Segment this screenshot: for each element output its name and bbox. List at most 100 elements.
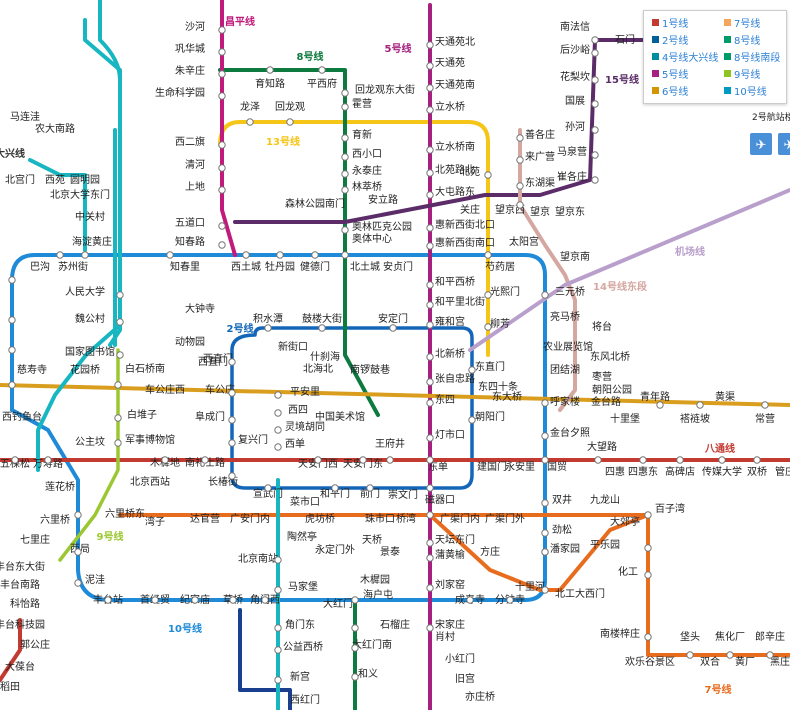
station-dot[interactable]: [341, 170, 349, 178]
station-label[interactable]: 亮马桥: [550, 310, 580, 323]
station-label[interactable]: 东四十条: [478, 380, 518, 393]
station-label[interactable]: 来广营: [525, 150, 555, 163]
station-dot[interactable]: [389, 324, 397, 332]
station-dot[interactable]: [591, 100, 599, 108]
station-label[interactable]: 三元桥: [555, 286, 585, 298]
station-label[interactable]: 潘家园: [550, 542, 580, 555]
station-dot[interactable]: [242, 251, 250, 259]
station-label[interactable]: 北京南站: [238, 552, 278, 565]
station-dot[interactable]: [726, 651, 734, 659]
station-label[interactable]: 宣武门: [253, 487, 283, 500]
station-dot[interactable]: [218, 26, 226, 34]
station-label[interactable]: 惠新西街南口: [435, 236, 495, 249]
station-dot[interactable]: [8, 276, 16, 284]
airport-icon[interactable]: [750, 133, 772, 155]
station-dot[interactable]: [274, 426, 282, 434]
station-dot[interactable]: [351, 644, 359, 652]
station-label[interactable]: 高碑店: [665, 465, 695, 478]
station-label[interactable]: 永定门外: [315, 543, 355, 556]
station-label[interactable]: 西直门: [198, 355, 228, 368]
station-label[interactable]: 化工: [618, 565, 638, 578]
station-dot[interactable]: [274, 646, 282, 654]
line-l6[interactable]: [0, 383, 790, 407]
station-label[interactable]: 车公庄西: [145, 383, 185, 396]
station-dot[interactable]: [166, 251, 174, 259]
station-dot[interactable]: [426, 456, 434, 464]
station-label[interactable]: 中国美术馆: [315, 410, 365, 423]
station-dot[interactable]: [644, 544, 652, 552]
station-label[interactable]: 永泰庄: [352, 164, 382, 177]
station-label[interactable]: 石榴庄: [380, 618, 410, 631]
station-label[interactable]: 欢乐谷景区: [625, 655, 675, 668]
station-label[interactable]: 朝阳门: [475, 410, 505, 423]
station-label[interactable]: 莲花桥: [45, 480, 75, 493]
station-label[interactable]: 巴沟: [30, 260, 50, 273]
station-label[interactable]: 灵境胡同: [285, 420, 325, 433]
station-dot[interactable]: [591, 176, 599, 184]
station-dot[interactable]: [318, 66, 326, 74]
station-label[interactable]: 景泰: [380, 545, 400, 558]
station-dot[interactable]: [591, 36, 599, 44]
station-label[interactable]: 劲松: [552, 523, 572, 536]
station-dot[interactable]: [639, 456, 647, 464]
station-label[interactable]: 石门: [615, 33, 635, 46]
station-dot[interactable]: [341, 226, 349, 234]
station-label[interactable]: 复兴门: [238, 433, 268, 446]
station-label[interactable]: 朝阳公园: [592, 384, 632, 396]
line-label-bt[interactable]: 八通线: [704, 442, 735, 455]
station-dot[interactable]: [261, 596, 269, 604]
line-l7[interactable]: [118, 513, 790, 657]
station-dot[interactable]: [426, 62, 434, 70]
station-label[interactable]: 呼家楼: [550, 395, 580, 408]
station-label[interactable]: 人民大学: [65, 285, 105, 298]
station-label[interactable]: 南法信: [560, 20, 590, 33]
station-label[interactable]: 后沙峪: [560, 44, 590, 56]
station-label[interactable]: 马泉营: [557, 145, 587, 158]
station-dot[interactable]: [351, 624, 359, 632]
station-dot[interactable]: [218, 70, 226, 78]
station-label[interactable]: 大郊亭: [610, 515, 640, 528]
station-label[interactable]: 东直门: [475, 360, 505, 373]
station-dot[interactable]: [676, 456, 684, 464]
station-label[interactable]: 什刹海: [310, 350, 340, 363]
station-label[interactable]: 常营: [755, 412, 775, 425]
station-dot[interactable]: [114, 439, 122, 447]
line-l4[interactable]: [36, 0, 122, 472]
station-label[interactable]: 九龙山: [590, 493, 620, 506]
station-dot[interactable]: [541, 432, 549, 440]
line-l4[interactable]: [28, 158, 87, 252]
station-dot[interactable]: [264, 324, 272, 332]
station-dot[interactable]: [426, 378, 434, 386]
station-dot[interactable]: [44, 456, 52, 464]
station-dot[interactable]: [191, 596, 199, 604]
station-dot[interactable]: [218, 92, 226, 100]
line-label-l9[interactable]: 9号线: [97, 530, 124, 543]
station-label[interactable]: 森林公园南门: [285, 197, 345, 210]
station-dot[interactable]: [484, 291, 492, 299]
station-label[interactable]: 中关村: [75, 210, 105, 223]
station-label[interactable]: 动物园: [175, 335, 205, 348]
station-dot[interactable]: [466, 596, 474, 604]
station-label[interactable]: 知春路: [175, 235, 205, 248]
station-dot[interactable]: [8, 346, 16, 354]
station-dot[interactable]: [228, 389, 236, 397]
station-label[interactable]: 东大桥: [492, 390, 522, 403]
station-label[interactable]: 大望路: [587, 440, 617, 453]
station-label[interactable]: 新宫: [290, 670, 310, 683]
station-dot[interactable]: [218, 222, 226, 230]
station-label[interactable]: 阜成门: [195, 410, 225, 423]
station-dot[interactable]: [218, 186, 226, 194]
station-label[interactable]: 霍营: [352, 97, 372, 110]
station-dot[interactable]: [541, 548, 549, 556]
station-dot[interactable]: [594, 456, 602, 464]
station-label[interactable]: 西直门: [203, 352, 233, 365]
station-dot[interactable]: [274, 676, 282, 684]
station-label[interactable]: 国展: [565, 95, 585, 107]
station-dot[interactable]: [74, 511, 82, 519]
station-label[interactable]: 垡头: [680, 630, 700, 643]
station-dot[interactable]: [116, 351, 124, 359]
station-label[interactable]: 枣营: [592, 370, 612, 383]
station-label[interactable]: 平安里: [290, 385, 320, 398]
station-label[interactable]: 大葆台: [5, 660, 35, 673]
station-label[interactable]: 双井: [552, 493, 572, 506]
